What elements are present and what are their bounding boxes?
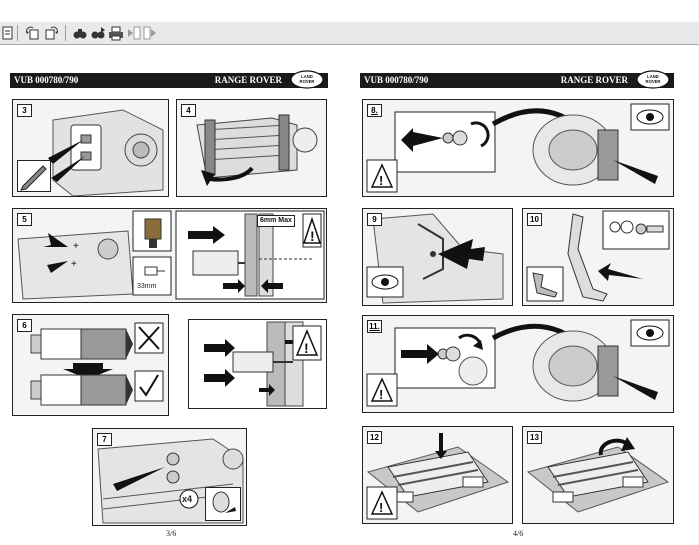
step-number: 8. bbox=[367, 104, 382, 117]
brand-name: RANGE ROVER bbox=[214, 75, 282, 85]
drill-size-label: 33mm bbox=[137, 283, 157, 290]
step-13-illustration bbox=[523, 427, 673, 523]
max-depth-label: 6mm Max bbox=[257, 215, 295, 227]
rotate-right-icon[interactable] bbox=[44, 25, 60, 41]
step-number: 7 bbox=[97, 433, 112, 446]
step-panel-6: 6 bbox=[12, 314, 169, 416]
step-number: 10 bbox=[527, 213, 542, 226]
page-icon[interactable] bbox=[0, 25, 16, 41]
svg-text:!: ! bbox=[379, 387, 383, 402]
step-11-illustration: ! bbox=[363, 316, 673, 412]
page-number: 4/6 bbox=[513, 529, 524, 538]
svg-text:+: + bbox=[71, 259, 77, 270]
land-rover-logo: LAND ROVER bbox=[636, 70, 670, 89]
step-number: 5 bbox=[17, 213, 32, 226]
step-panel-11: ! 11. bbox=[362, 315, 674, 413]
rotate-left-icon[interactable] bbox=[24, 25, 40, 41]
pencil-marker-icon bbox=[17, 160, 51, 192]
brand-name: RANGE ROVER bbox=[560, 75, 628, 85]
step-number: 3 bbox=[17, 104, 32, 117]
title-strip bbox=[0, 0, 699, 23]
svg-text:ROVER: ROVER bbox=[300, 79, 315, 84]
step-10-illustration bbox=[523, 209, 673, 305]
toolbar-separator bbox=[65, 25, 66, 41]
svg-text:ROVER: ROVER bbox=[646, 79, 661, 84]
step-3-illustration bbox=[13, 100, 168, 196]
step-number: 4 bbox=[181, 104, 196, 117]
quantity-badge bbox=[179, 489, 199, 509]
document-code: VUB 000780/790 bbox=[364, 75, 429, 85]
step-6-depth-diagram: ! bbox=[188, 319, 327, 409]
step-9-illustration bbox=[363, 209, 512, 305]
page-header: VUB 000780/790 RANGE ROVER LAND ROVER bbox=[10, 70, 328, 89]
step-4-illustration bbox=[177, 100, 326, 196]
step-panel-4: 4 bbox=[176, 99, 327, 197]
quantity-label: x4 bbox=[182, 494, 193, 504]
land-rover-logo: LAND ROVER bbox=[290, 70, 324, 89]
document-code: VUB 000780/790 bbox=[14, 75, 79, 85]
svg-text:!: ! bbox=[379, 173, 383, 188]
svg-text:!: ! bbox=[379, 500, 383, 515]
svg-text:!: ! bbox=[310, 228, 315, 244]
step-panel-13: 13 bbox=[522, 426, 674, 524]
step-panel-3: 3 bbox=[12, 99, 169, 197]
step-panel-9: 9 bbox=[362, 208, 513, 306]
previous-page-icon[interactable] bbox=[126, 25, 142, 41]
svg-text:LAND: LAND bbox=[647, 74, 659, 79]
page-header: VUB 000780/790 RANGE ROVER LAND ROVER bbox=[360, 70, 674, 89]
step-panel-12: ! 12 bbox=[362, 426, 513, 524]
svg-text:LAND: LAND bbox=[301, 74, 313, 79]
print-icon[interactable] bbox=[108, 25, 124, 41]
step-number: 9 bbox=[367, 213, 382, 226]
step-8-illustration: ! bbox=[363, 100, 673, 196]
find-icon[interactable] bbox=[72, 25, 88, 41]
svg-text:+: + bbox=[73, 241, 79, 252]
viewer-toolbar bbox=[0, 22, 699, 45]
clip-part-icon bbox=[205, 487, 241, 521]
page-number: 3/6 bbox=[166, 529, 177, 538]
step-number: 6 bbox=[17, 319, 32, 332]
step-number: 13 bbox=[527, 431, 542, 444]
toolbar-separator bbox=[17, 25, 18, 41]
next-page-icon[interactable] bbox=[142, 25, 158, 41]
step-panel-7: 7 x4 bbox=[92, 428, 247, 526]
document-viewer[interactable]: VUB 000780/790 RANGE ROVER LAND ROVER 3 bbox=[0, 45, 699, 545]
step-12-illustration: ! bbox=[363, 427, 512, 523]
find-next-icon[interactable] bbox=[90, 25, 106, 41]
step-number: 12 bbox=[367, 431, 382, 444]
svg-text:!: ! bbox=[304, 340, 309, 356]
step-6-illustration bbox=[13, 315, 168, 415]
step-number: 11. bbox=[367, 320, 382, 333]
step-panel-8: ! 8. bbox=[362, 99, 674, 197]
step-panel-5: + + ! 5 6mm Max 33mm bbox=[12, 208, 327, 303]
step-panel-10: 10 bbox=[522, 208, 674, 306]
